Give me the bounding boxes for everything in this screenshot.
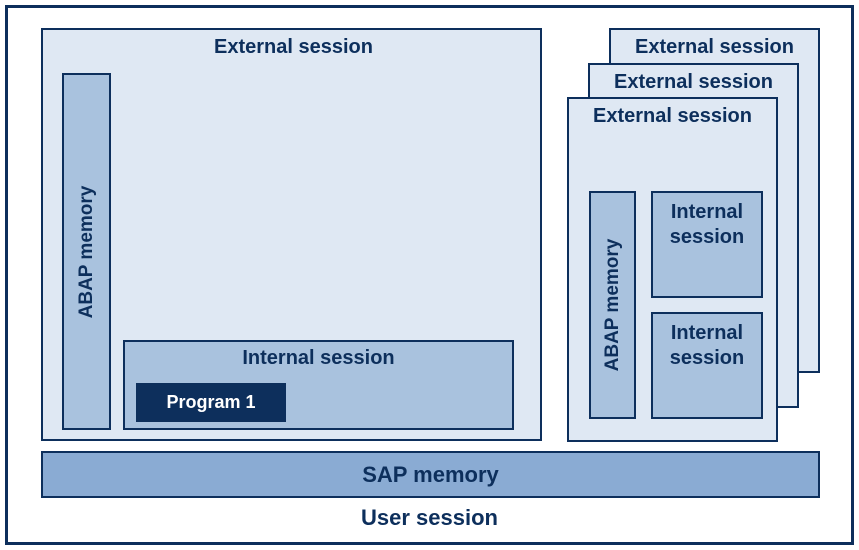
front-internal-session-1-line2: session: [669, 226, 745, 248]
front-internal-session-1: Internal session: [651, 191, 763, 298]
front-abap-memory-label: ABAP memory: [601, 238, 623, 372]
user-session-label: User session: [361, 505, 498, 530]
stacked-external-session-middle-title: External session: [614, 71, 773, 93]
sap-memory-label: SAP memory: [362, 461, 499, 487]
main-abap-memory: ABAP memory: [62, 73, 111, 430]
front-internal-session-1-line1: Internal: [670, 201, 744, 223]
front-internal-session-2-line1: Internal: [670, 322, 744, 344]
front-abap-memory: ABAP memory: [589, 191, 636, 419]
front-internal-session-2-line2: session: [669, 347, 745, 369]
front-internal-session-1-title: Internal session: [653, 200, 761, 250]
front-internal-session-2-title: Internal session: [653, 321, 761, 371]
main-external-session-title: External session: [214, 36, 373, 58]
front-internal-session-2: Internal session: [651, 312, 763, 419]
sap-memory-bar: SAP memory: [41, 451, 820, 498]
program-1-box: Program 1: [136, 383, 286, 422]
stacked-external-session-front-title: External session: [593, 105, 752, 127]
main-internal-session-title: Internal session: [242, 347, 395, 369]
stacked-external-session-back-title: External session: [635, 36, 794, 58]
main-abap-memory-label: ABAP memory: [75, 185, 97, 318]
program-1-label: Program 1: [166, 392, 256, 412]
